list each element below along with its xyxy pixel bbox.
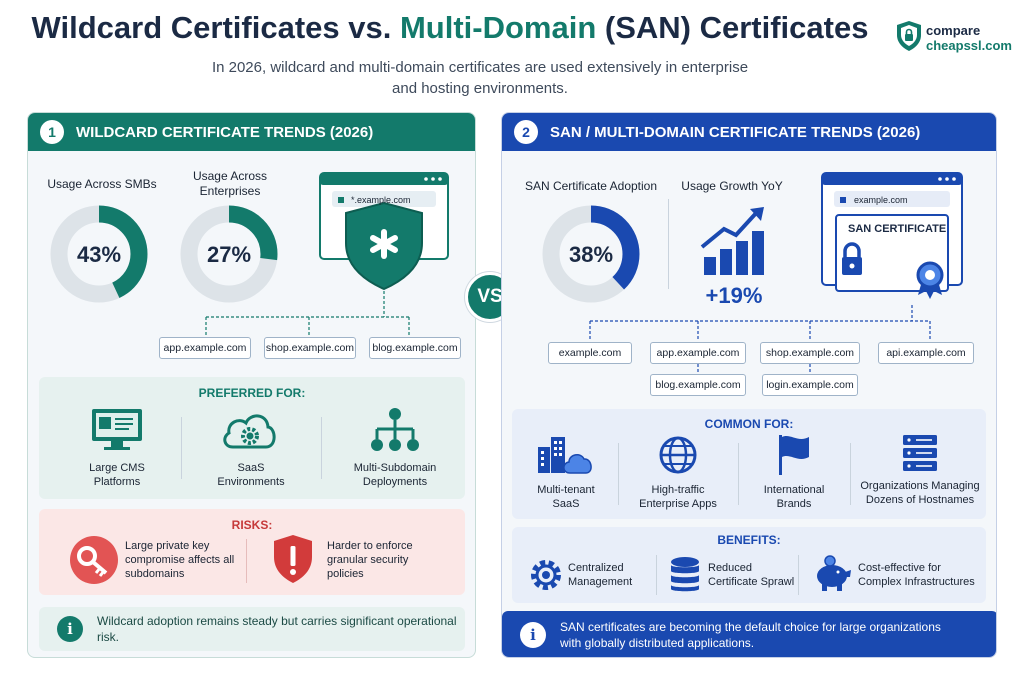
brand-logo[interactable]: compare cheapssl.com	[896, 20, 1021, 60]
smb-usage-label: Usage Across SMBs	[47, 177, 157, 191]
key-icon	[70, 536, 118, 584]
san-adoption-value: 38%	[568, 242, 614, 267]
wildcard-domain-chip: blog.example.com	[369, 337, 461, 359]
san-adoption-arc	[542, 205, 640, 303]
preferred-for-title: PREFERRED FOR:	[198, 386, 306, 400]
page-subtitle: In 2026, wildcard and multi-domain certi…	[211, 59, 749, 97]
growth-chart-icon	[700, 207, 764, 275]
enterprise-usage-arc	[180, 205, 278, 303]
growth-label: Usage Growth YoY	[681, 179, 783, 193]
wildcard-domain-chip: app.example.com	[159, 337, 251, 359]
wildcard-note: i Wildcard adoption remains steady but c…	[39, 607, 465, 651]
san-note-text: SAN certificates are becoming the defaul…	[560, 620, 941, 650]
shield-logo-icon	[897, 21, 921, 51]
growth-value: +19%	[705, 283, 763, 308]
risks-box: RISKS: Large private key compromise affe…	[39, 509, 465, 595]
wildcard-url-text: *.example.com	[351, 195, 411, 205]
buildings-cloud-icon	[538, 437, 592, 474]
info-icon: i	[57, 616, 83, 642]
san-adoption-label: SAN Certificate Adoption	[524, 179, 658, 193]
benefits-title: BENEFITS:	[717, 533, 781, 547]
san-adoption-donut	[542, 205, 640, 303]
cms-monitor-icon	[92, 409, 142, 450]
san-domain-chip: shop.example.com	[760, 342, 860, 364]
common-item-label: High-traffic Enterprise Apps	[639, 484, 717, 510]
san-domain-chip: api.example.com	[878, 342, 974, 364]
risk-item-label: Harder to enforce granular security poli…	[327, 540, 413, 580]
san-panel: 2 SAN / MULTI-DOMAIN CERTIFICATE TRENDS …	[501, 112, 997, 658]
wildcard-domain-chip: shop.example.com	[264, 337, 356, 359]
flag-icon	[779, 435, 809, 475]
piggy-bank-icon	[817, 555, 851, 591]
benefit-item-label: Centralized Management	[568, 562, 633, 588]
preferred-item-label: Large CMS Platforms	[89, 462, 145, 488]
risks-title: RISKS:	[231, 518, 273, 532]
smb-usage-donut	[50, 205, 148, 303]
san-domain-chip: example.com	[548, 342, 632, 364]
smb-usage-value: 43%	[76, 242, 122, 267]
san-certificate-label: SAN CERTIFICATE	[848, 223, 947, 235]
benefit-item-label: Cost-effective for Complex Infrastructur…	[858, 562, 975, 588]
common-for-box: COMMON FOR: Multi-tenant SaaS High-traff…	[512, 409, 986, 519]
preferred-item-label: Multi-Subdomain Deployments	[353, 462, 437, 488]
san-panel-header: 2 SAN / MULTI-DOMAIN CERTIFICATE TRENDS …	[502, 113, 996, 151]
title-accent: Multi-Domain	[399, 10, 597, 45]
benefit-item-label: Reduced Certificate Sprawl	[708, 562, 795, 588]
san-browser-illustration	[821, 172, 963, 299]
smb-usage-arc	[50, 205, 148, 303]
hierarchy-icon	[371, 408, 419, 451]
wildcard-panel: 1 WILDCARD CERTIFICATE TRENDS (2026) Usa…	[27, 112, 476, 658]
wildcard-domain-connectors	[205, 291, 410, 335]
san-domain-chip: login.example.com	[762, 374, 858, 396]
wildcard-panel-header: 1 WILDCARD CERTIFICATE TRENDS (2026)	[28, 113, 475, 151]
gear-icon	[531, 560, 561, 590]
san-domain-chip: blog.example.com	[650, 374, 746, 396]
globe-icon	[659, 436, 697, 474]
database-icon	[671, 557, 699, 592]
enterprise-usage-donut	[180, 205, 278, 303]
benefits-box: BENEFITS: Centralized Management Reduced…	[512, 527, 986, 603]
wildcard-note-text: Wildcard adoption remains steady but car…	[97, 614, 457, 644]
logo-line1: compare	[926, 23, 981, 38]
warning-shield-icon	[274, 535, 312, 583]
preferred-for-box: PREFERRED FOR: Large CMS Platforms SaaS …	[39, 377, 465, 499]
enterprise-usage-label: Usage Across Enterprises	[192, 169, 268, 198]
page-title: Wildcard Certificates vs. Multi-Domain (…	[0, 10, 900, 46]
common-item-label: Organizations Managing Dozens of Hostnam…	[860, 480, 980, 506]
san-panel-number: 2	[514, 120, 538, 144]
wildcard-panel-title: WILDCARD CERTIFICATE TRENDS (2026)	[76, 123, 374, 141]
enterprise-usage-value: 27%	[206, 242, 252, 267]
san-domain-connectors	[589, 305, 931, 373]
title-part1: Wildcard Certificates vs.	[31, 10, 400, 45]
cloud-gear-icon	[223, 414, 276, 449]
server-rack-icon	[903, 435, 937, 471]
logo-line2: cheapssl.com	[926, 38, 1012, 53]
common-item-label: International Brands	[763, 484, 825, 510]
common-item-label: Multi-tenant SaaS	[537, 484, 595, 510]
preferred-item-label: SaaS Environments	[217, 462, 285, 488]
san-url-text: example.com	[854, 195, 908, 205]
common-for-title: COMMON FOR:	[704, 417, 794, 431]
san-panel-title: SAN / MULTI-DOMAIN CERTIFICATE TRENDS (2…	[550, 123, 921, 141]
san-note: i SAN certificates are becoming the defa…	[502, 611, 996, 657]
title-part2: (SAN) Certificates	[596, 10, 869, 45]
san-domain-chip: app.example.com	[650, 342, 746, 364]
wildcard-panel-number: 1	[40, 120, 64, 144]
wildcard-browser-illustration	[319, 172, 449, 291]
info-icon: i	[520, 622, 546, 648]
risk-item-label: Large private key compromise affects all…	[125, 540, 235, 580]
